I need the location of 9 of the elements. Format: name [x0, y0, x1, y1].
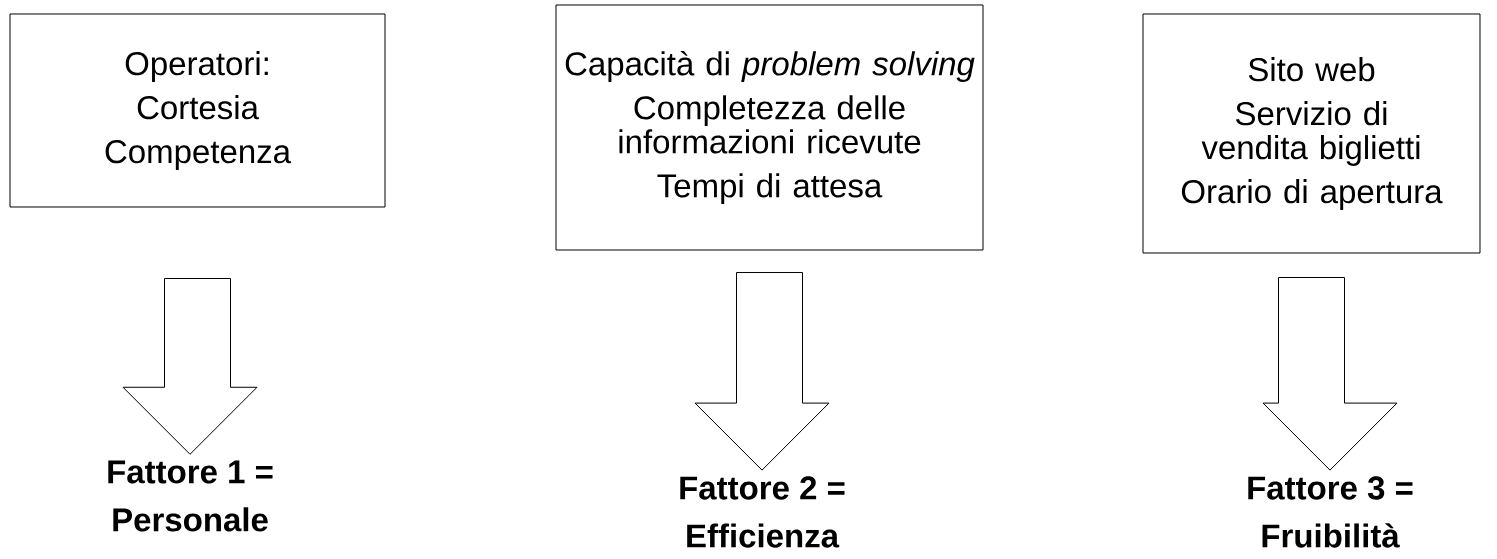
factor-label: Fattore 2 = Efficienza: [680, 476, 845, 548]
block-arrow: [694, 272, 830, 471]
text-box: Operatori: Cortesia Competenza: [9, 13, 386, 208]
factor-label: Fattore 1 = Personale: [108, 460, 273, 532]
factor-label: Fattore 3 = Fruibilità: [1248, 476, 1413, 548]
block-arrow: [1262, 277, 1398, 471]
block-arrow: [122, 278, 258, 455]
text-box: Capacità di problem solving Completezza delle informazioni ricevute Tempi di attesa: [555, 4, 984, 251]
text-box: Sito web Servizio di vendita biglietti Orario di apertura: [1142, 13, 1481, 254]
